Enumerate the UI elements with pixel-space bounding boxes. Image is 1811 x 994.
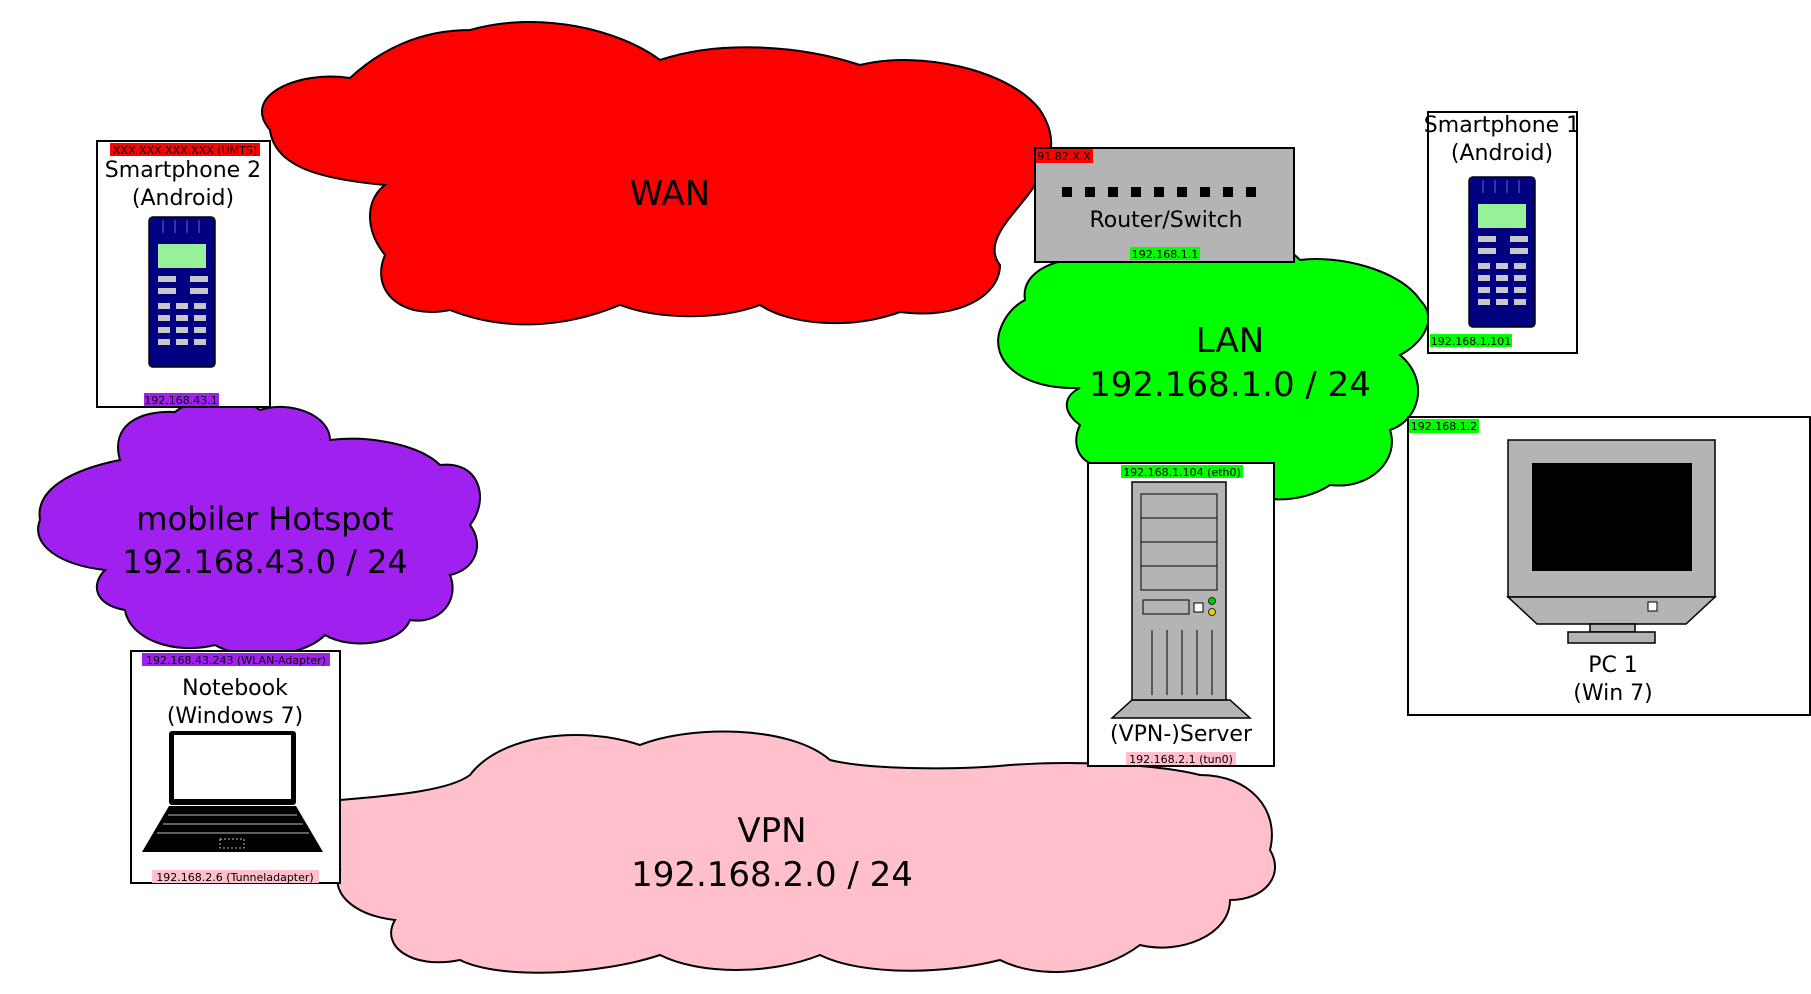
router-lan-ip-bg <box>1130 247 1200 260</box>
router-lan-ip: 192.168.1.1 <box>1132 248 1198 261</box>
router-wan-ip-bg <box>1036 149 1093 163</box>
mobile-phone-icon <box>1468 176 1536 328</box>
smartphone2-device: XXX.XXX.XXX.XXX (UMTS) Smartphone 2 (And… <box>96 140 271 408</box>
server-tun0-ip-bg <box>1126 752 1236 765</box>
vpn-cloud-shape <box>291 730 1276 974</box>
server-eth0-ip-bg <box>1121 465 1243 478</box>
smartphone1-device: Smartphone 1 (Android) 192.168.1.101 <box>1424 111 1580 354</box>
smartphone2-wan-ip: XXX.XXX.XXX.XXX (UMTS) <box>113 144 257 157</box>
lan-cloud: LAN 192.168.1.0 / 24 <box>997 239 1430 501</box>
vpn-cloud-name: VPN <box>737 811 806 851</box>
notebook-tunnel-ip-bg <box>152 870 319 883</box>
pc1-lan-ip-bg <box>1409 419 1479 433</box>
smartphone1-os: (Android) <box>1451 141 1553 166</box>
notebook-name: Notebook <box>182 676 288 701</box>
smartphone2-wan-ip-bg <box>110 143 260 156</box>
router-wan-ip: 91.82.X.X <box>1037 150 1091 163</box>
smartphone2-hotspot-ip: 192.168.43.1 <box>144 394 217 407</box>
server-tower-icon <box>1110 481 1252 719</box>
lan-cloud-subnet: 192.168.1.0 / 24 <box>1089 365 1371 405</box>
notebook-wlan-ip-bg <box>142 653 330 666</box>
hotspot-cloud-subnet: 192.168.43.0 / 24 <box>122 543 408 581</box>
vpn-cloud: VPN 192.168.2.0 / 24 <box>291 730 1276 974</box>
smartphone2-name: Smartphone 2 <box>105 158 261 183</box>
smartphone1-lan-ip-bg <box>1430 334 1512 347</box>
smartphone2-hotspot-ip-bg <box>144 393 219 406</box>
pc1-name: PC 1 <box>1588 653 1638 678</box>
notebook-os: (Windows 7) <box>167 704 303 729</box>
server-tun0-ip: 192.168.2.1 (tun0) <box>1129 753 1233 766</box>
router-box <box>1034 147 1295 263</box>
router-device: 91.82.X.X Router/Switch 192.168.1.1 <box>1034 147 1295 263</box>
pc1-lan-ip: 192.168.1.2 <box>1411 420 1477 433</box>
server-eth0-ip: 192.168.1.104 (eth0) <box>1123 466 1241 479</box>
smartphone1-lan-ip: 192.168.1.101 <box>1431 335 1511 348</box>
smartphone2-os: (Android) <box>132 186 234 211</box>
mobile-phone-icon <box>148 216 216 368</box>
hotspot-cloud-name: mobiler Hotspot <box>136 500 393 538</box>
notebook-device: 192.168.43.243 (WLAN-Adapter) Notebook (… <box>130 650 341 884</box>
pc1-os: (Win 7) <box>1573 681 1652 706</box>
switch-ports-icon <box>1062 187 1256 197</box>
router-label: Router/Switch <box>1089 208 1242 233</box>
wan-cloud-name: WAN <box>630 174 710 214</box>
notebook-tunnel-ip: 192.168.2.6 (Tunneladapter) <box>156 871 313 884</box>
server-label: (VPN-)Server <box>1110 722 1253 747</box>
wan-cloud-shape <box>261 20 1053 326</box>
desktop-monitor-icon <box>1506 439 1717 644</box>
notebook-wlan-ip: 192.168.43.243 (WLAN-Adapter) <box>146 654 326 667</box>
laptop-icon <box>142 731 323 852</box>
smartphone1-name: Smartphone 1 <box>1424 113 1580 138</box>
vpn-cloud-subnet: 192.168.2.0 / 24 <box>631 855 913 895</box>
hotspot-cloud-shape <box>37 398 481 657</box>
wan-cloud: WAN <box>261 20 1053 326</box>
server-device: 192.168.1.104 (eth0) (VPN-)Server 192.16… <box>1087 462 1275 767</box>
pc1-device: 192.168.1.2 PC 1 (Win 7) <box>1407 416 1811 716</box>
lan-cloud-name: LAN <box>1196 321 1264 361</box>
hotspot-cloud: mobiler Hotspot 192.168.43.0 / 24 <box>37 398 481 657</box>
